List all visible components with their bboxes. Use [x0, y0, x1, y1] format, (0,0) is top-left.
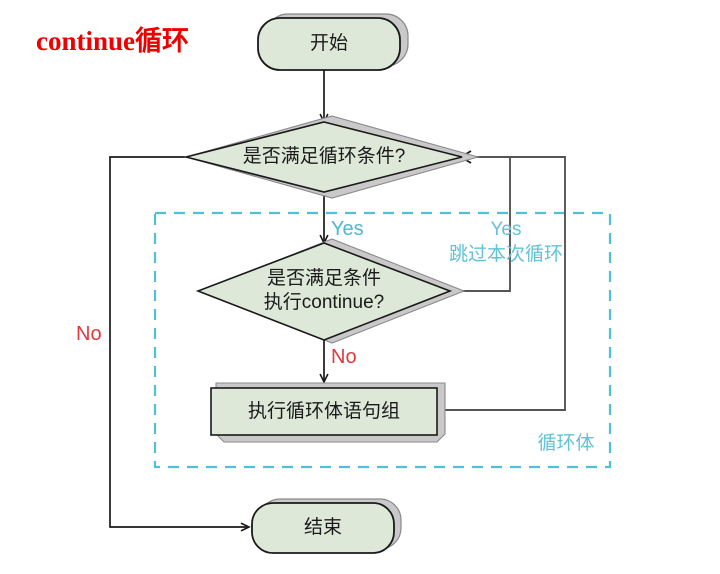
edge-label-loop-yes: Yes [331, 218, 364, 240]
edge-label-skip-iteration: 跳过本次循环 [448, 244, 563, 265]
loop-body-region [153, 211, 612, 469]
body-node [210, 387, 438, 436]
edge-label-loop-no: No [76, 323, 102, 345]
page-title: continue循环 [36, 26, 190, 56]
edge-label-continue-no: No [331, 346, 357, 368]
cond-continue-node [195, 242, 453, 341]
end-node [251, 502, 395, 554]
cond-loop-node [185, 121, 463, 193]
edge-body-back-to-cond-loop [437, 156, 566, 411]
start-node [257, 17, 401, 71]
loop-body-region-label: 循环体 [537, 433, 595, 454]
edge-label-continue-yes: Yes [490, 219, 522, 240]
edge-cond-loop-no-to-end [109, 156, 249, 527]
